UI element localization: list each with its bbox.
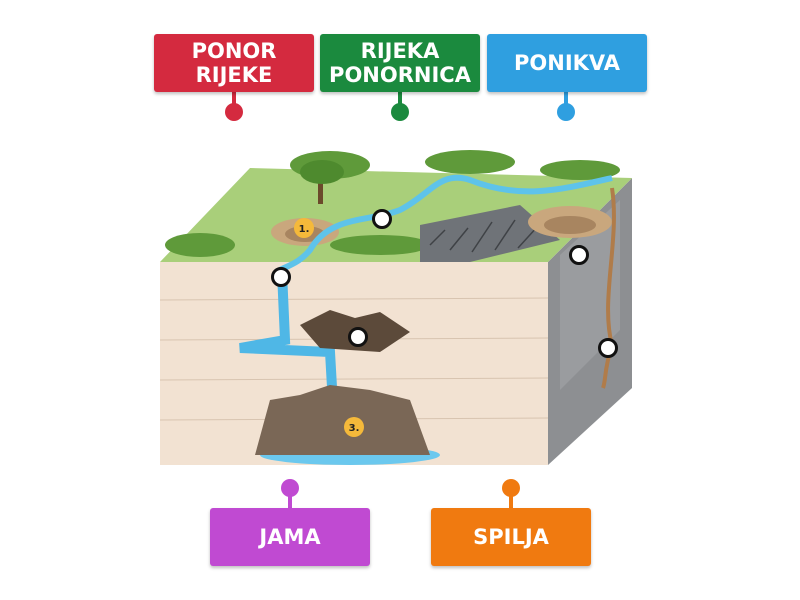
- block-front-face: [160, 262, 548, 465]
- ponor-rijeke-connector: [232, 92, 236, 106]
- hotspot-doline[interactable]: [569, 245, 589, 265]
- ponor-rijeke-label[interactable]: PONOR RIJEKE: [154, 34, 314, 92]
- rijeka-ponornica-connector: [398, 92, 402, 106]
- marker-3: 3.: [349, 423, 360, 434]
- spilja-connector: [509, 495, 513, 509]
- ponor-rijeke-pin: [225, 103, 243, 121]
- spilja-pin: [502, 479, 520, 497]
- hotspot-river-sink[interactable]: [271, 267, 291, 287]
- hotspot-river-surface[interactable]: [372, 209, 392, 229]
- marker-1: 1.: [299, 224, 310, 235]
- lower-cave: [255, 385, 430, 455]
- rijeka-ponornica-label[interactable]: RIJEKA PONORNICA: [320, 34, 480, 92]
- ponikva-pin: [557, 103, 575, 121]
- jama-pin: [281, 479, 299, 497]
- underground-river: [239, 271, 340, 441]
- spilja-label[interactable]: SPILJA: [431, 508, 591, 566]
- hotspot-shaft[interactable]: [598, 338, 618, 358]
- hotspot-cave[interactable]: [348, 327, 368, 347]
- jama-connector: [288, 495, 292, 509]
- ponikva-connector: [564, 92, 568, 106]
- jama-label[interactable]: JAMA: [210, 508, 370, 566]
- vertical-shaft: [601, 187, 616, 389]
- surface-river: [278, 174, 613, 273]
- rijeka-ponornica-pin: [391, 103, 409, 121]
- ponikva-label[interactable]: PONIKVA: [487, 34, 647, 92]
